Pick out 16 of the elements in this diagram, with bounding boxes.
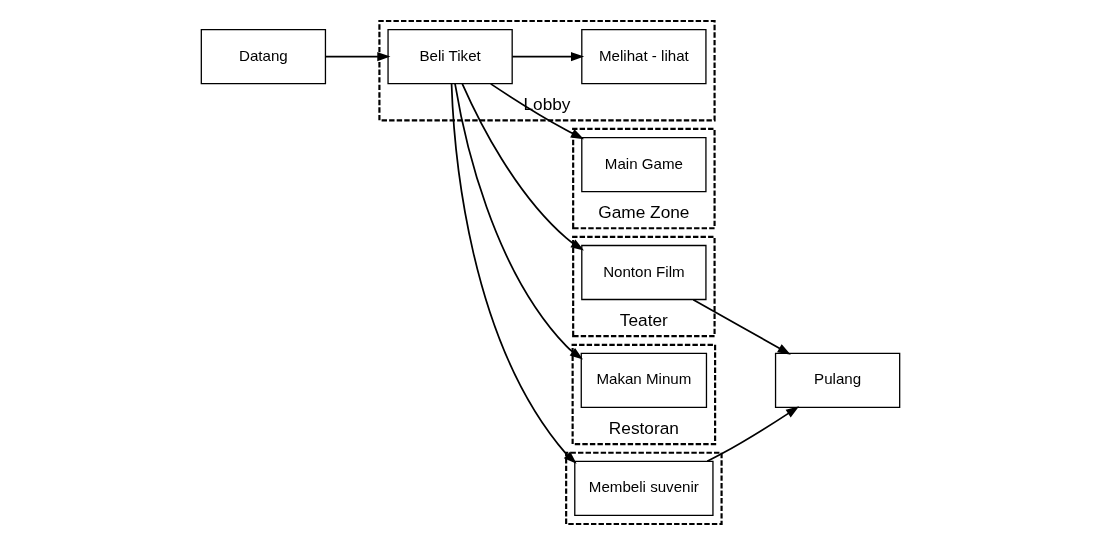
arrow: [450, 83, 577, 464]
arrow: [454, 82, 584, 360]
node-box: Beli Tiket: [387, 29, 513, 85]
arrow: [461, 82, 584, 251]
node-box: Membeli suvenir: [574, 460, 714, 516]
arrow: [489, 83, 585, 140]
arrow: [325, 52, 391, 62]
node-box: Datang: [200, 29, 327, 85]
node-box: Main Game: [581, 136, 707, 193]
node-box: Makan Minum: [580, 352, 708, 409]
node-box: Pulang: [774, 352, 901, 409]
arrow: [511, 52, 585, 62]
arrow: [692, 298, 791, 355]
node-box: Nonton Film: [581, 244, 707, 301]
node-box: Melihat - lihat: [581, 29, 707, 85]
arrow: [706, 406, 800, 463]
